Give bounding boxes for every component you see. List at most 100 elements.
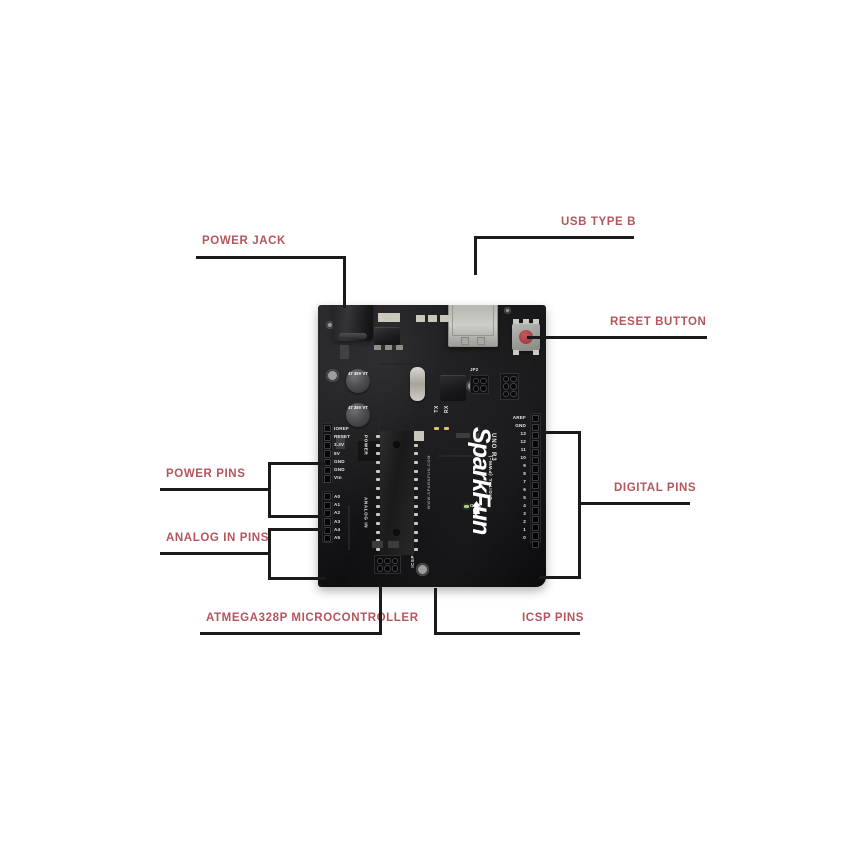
- pin-label: 11: [520, 447, 526, 452]
- power-group-silk: POWER: [363, 435, 369, 456]
- brand-text: SparkFun: [467, 427, 495, 535]
- rx-silk: RX: [444, 405, 450, 414]
- smd-part: [396, 345, 403, 350]
- pin-label: IOREF: [334, 426, 350, 431]
- pin-label: 8: [523, 471, 526, 476]
- label-icsp-pins: ICSP PINS: [522, 612, 585, 624]
- digital-header[interactable]: [530, 413, 541, 548]
- pin-label: 7: [523, 479, 526, 484]
- header-pin: [510, 383, 517, 390]
- pcb-trace: [378, 363, 448, 365]
- leader-icsp-vertical: [434, 588, 437, 632]
- header-pin: [391, 557, 398, 564]
- header-pin: [502, 390, 509, 397]
- leader-reset-button: [527, 336, 707, 339]
- icsp-header[interactable]: [374, 555, 401, 574]
- pin-label: 4: [523, 503, 526, 508]
- leader-icsp-horizontal: [434, 632, 580, 635]
- digital-group-silk: DIGITAL (PWM~): [488, 455, 493, 500]
- arduino-uno-board: 47 35V VT 47 35V VT JP2 TX RX ON: [318, 305, 546, 587]
- label-power-pins: POWER PINS: [166, 468, 246, 480]
- pin-label: 3.3V: [334, 442, 345, 448]
- label-atmega328p: ATMEGA328P MICROCONTROLLER: [206, 612, 419, 624]
- power-header[interactable]: [322, 423, 333, 483]
- crystal-oscillator: [410, 367, 425, 401]
- pcb-trace: [438, 455, 478, 457]
- tx-silk: TX: [434, 405, 440, 413]
- pin-label: GND: [515, 423, 526, 428]
- leader-analog-pins-arm-top: [268, 528, 326, 531]
- analog-group-silk: ANALOG IN: [363, 497, 369, 529]
- header-pin: [510, 390, 517, 397]
- pin-label: AREF: [512, 415, 526, 420]
- header-pin: [510, 375, 517, 382]
- smd-part: [428, 315, 437, 322]
- smd-part: [414, 431, 424, 441]
- label-digital-pins: DIGITAL PINS: [614, 482, 697, 494]
- pin-label: 6: [523, 487, 526, 492]
- jp2-header: [470, 375, 489, 394]
- label-power-jack: POWER JACK: [202, 235, 286, 247]
- pin-label: 5V: [334, 450, 341, 456]
- smd-part: [388, 541, 399, 548]
- smd-part: [456, 433, 470, 438]
- pin-label: A5: [334, 534, 341, 540]
- leader-usb-vertical: [474, 236, 477, 275]
- header-pin: [472, 377, 479, 384]
- electrolytic-capacitor: 47 35V VT: [346, 369, 370, 393]
- header-pin: [376, 557, 383, 564]
- mounting-hole: [326, 321, 334, 329]
- smd-part: [372, 541, 383, 548]
- pin-label: 1: [523, 527, 526, 532]
- smd-part: [385, 345, 392, 350]
- atmega328p-chip: [376, 431, 418, 555]
- pin-label: A0: [334, 494, 341, 499]
- icsp2-header: [500, 373, 519, 400]
- header-pin: [384, 557, 391, 564]
- pcb-trace: [348, 505, 350, 550]
- power-jack-connector: [333, 305, 373, 341]
- pin-label: 9: [523, 463, 526, 468]
- chip-pins-right: [414, 435, 418, 551]
- usb-type-b-connector: [448, 305, 498, 347]
- pin-label: 13: [520, 431, 526, 436]
- chip-dimple: [393, 529, 400, 536]
- button-leg: [513, 319, 519, 324]
- power-led: [464, 505, 469, 508]
- leader-power-pins-arm-bottom: [268, 515, 326, 518]
- smd-part: [474, 433, 479, 442]
- pcb-trace: [478, 425, 480, 475]
- leader-power-pins-arm-top: [268, 462, 326, 465]
- leader-analog-pins-stem: [160, 552, 270, 555]
- pin-label: 5: [523, 495, 526, 500]
- jp2-silk: JP2: [470, 367, 479, 372]
- jack-lip: [339, 333, 367, 339]
- smd-part: [374, 345, 381, 350]
- smd-capacitor: [378, 313, 400, 322]
- button-leg: [523, 319, 529, 324]
- header-pin: [502, 375, 509, 382]
- sparkfun-logo: SparkFun UNO R3: [466, 427, 500, 535]
- pin-label: A1: [334, 502, 341, 508]
- pin-label: GND: [334, 466, 345, 472]
- pin-label: 10: [520, 455, 526, 460]
- chip-notch: [393, 441, 400, 448]
- pin-label: 12: [520, 439, 526, 444]
- button-leg: [533, 350, 539, 355]
- pin-label: 3: [523, 511, 526, 516]
- reset-button-cap[interactable]: [519, 330, 533, 344]
- pin-label: GND: [334, 458, 345, 464]
- leader-power-jack-horizontal: [196, 256, 346, 259]
- analog-header[interactable]: [322, 491, 333, 543]
- leader-power-pins-bracket: [268, 462, 271, 518]
- pin-label: RESET: [334, 434, 351, 440]
- smd-part: [340, 345, 349, 359]
- usb-tab: [461, 337, 469, 345]
- leader-power-pins-stem: [160, 488, 270, 491]
- leader-digital-pins-arm-top: [539, 431, 581, 434]
- header-pin: [480, 377, 487, 384]
- label-reset-button: RESET BUTTON: [610, 316, 707, 328]
- header-pin: [472, 385, 479, 392]
